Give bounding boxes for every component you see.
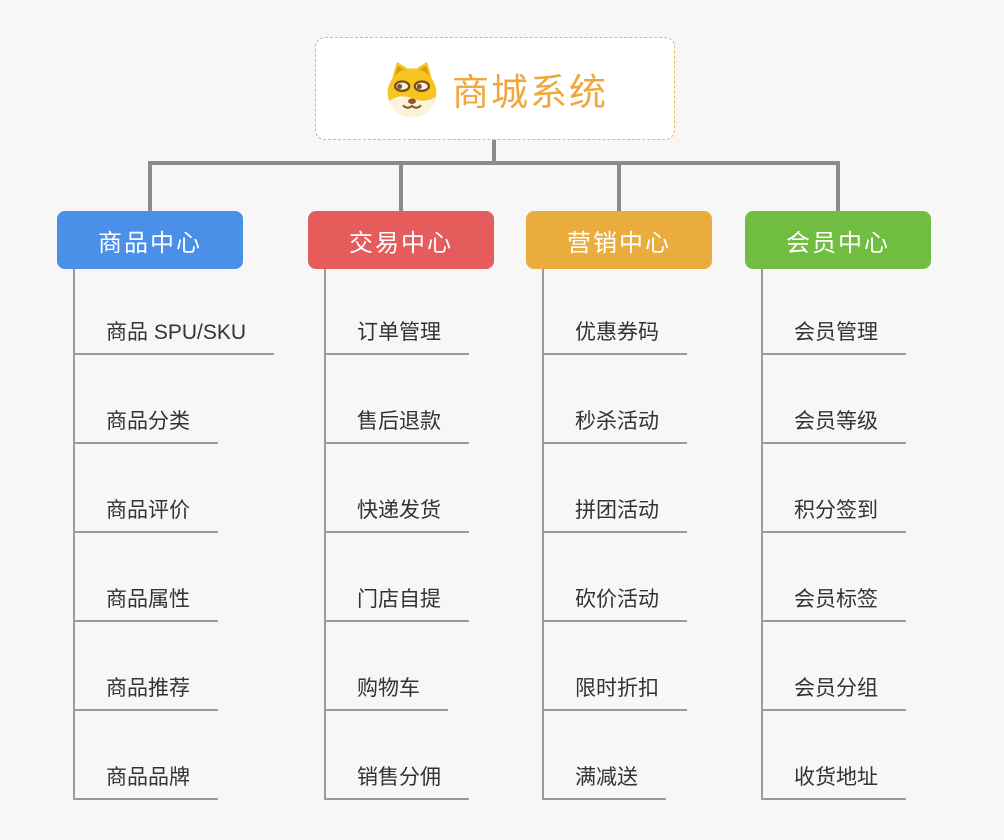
dog-face-icon xyxy=(387,61,437,117)
branch-trunk-line xyxy=(542,269,544,800)
branch-item[interactable]: 销售分佣 xyxy=(324,765,469,800)
branch-item[interactable]: 砍价活动 xyxy=(542,587,687,622)
branch-item[interactable]: 商品评价 xyxy=(73,498,218,533)
branch-header-product-center[interactable]: 商品中心 xyxy=(57,211,243,269)
connector-root-stem xyxy=(492,140,496,164)
branch-header-label: 交易中心 xyxy=(349,229,453,257)
branch-item[interactable]: 商品 SPU/SKU xyxy=(73,320,275,355)
branch-item[interactable]: 会员标签 xyxy=(761,587,906,622)
branch-item[interactable]: 秒杀活动 xyxy=(542,409,687,444)
branch-item[interactable]: 优惠券码 xyxy=(542,320,687,355)
branch-item[interactable]: 会员分组 xyxy=(761,676,906,711)
root-node-label: 商城系统 xyxy=(452,71,608,113)
branch-header-label: 会员中心 xyxy=(786,229,890,257)
branch-item[interactable]: 购物车 xyxy=(324,676,448,711)
branch-header-label: 商品中心 xyxy=(98,229,202,257)
branch-item[interactable]: 商品推荐 xyxy=(73,676,218,711)
connector-crossbar xyxy=(148,161,840,165)
branch-item[interactable]: 门店自提 xyxy=(324,587,469,622)
branch-trunk-line xyxy=(761,269,763,800)
branch-trunk-line xyxy=(324,269,326,800)
branch-item[interactable]: 售后退款 xyxy=(324,409,469,444)
connector-drop xyxy=(836,164,840,211)
connector-drop xyxy=(617,164,621,211)
branch-header-marketing-center[interactable]: 营销中心 xyxy=(526,211,712,269)
branch-item[interactable]: 限时折扣 xyxy=(542,676,687,711)
branch-item[interactable]: 订单管理 xyxy=(324,320,469,355)
branch-item[interactable]: 收货地址 xyxy=(761,765,906,800)
branch-header-label: 营销中心 xyxy=(567,229,671,257)
connector-drop xyxy=(399,164,403,211)
connector-drop xyxy=(148,164,152,211)
branch-item[interactable]: 满减送 xyxy=(542,765,666,800)
branch-trunk-line xyxy=(73,269,75,800)
branch-header-trade-center[interactable]: 交易中心 xyxy=(308,211,494,269)
root-node[interactable]: 商城系统 xyxy=(315,37,675,140)
branch-item[interactable]: 商品分类 xyxy=(73,409,218,444)
branch-item[interactable]: 商品属性 xyxy=(73,587,218,622)
branch-item[interactable]: 积分签到 xyxy=(761,498,906,533)
branch-item[interactable]: 会员管理 xyxy=(761,320,906,355)
branch-item[interactable]: 会员等级 xyxy=(761,409,906,444)
branch-item[interactable]: 拼团活动 xyxy=(542,498,687,533)
branch-item[interactable]: 商品品牌 xyxy=(73,765,218,800)
branch-item[interactable]: 快递发货 xyxy=(324,498,469,533)
branch-header-member-center[interactable]: 会员中心 xyxy=(745,211,931,269)
